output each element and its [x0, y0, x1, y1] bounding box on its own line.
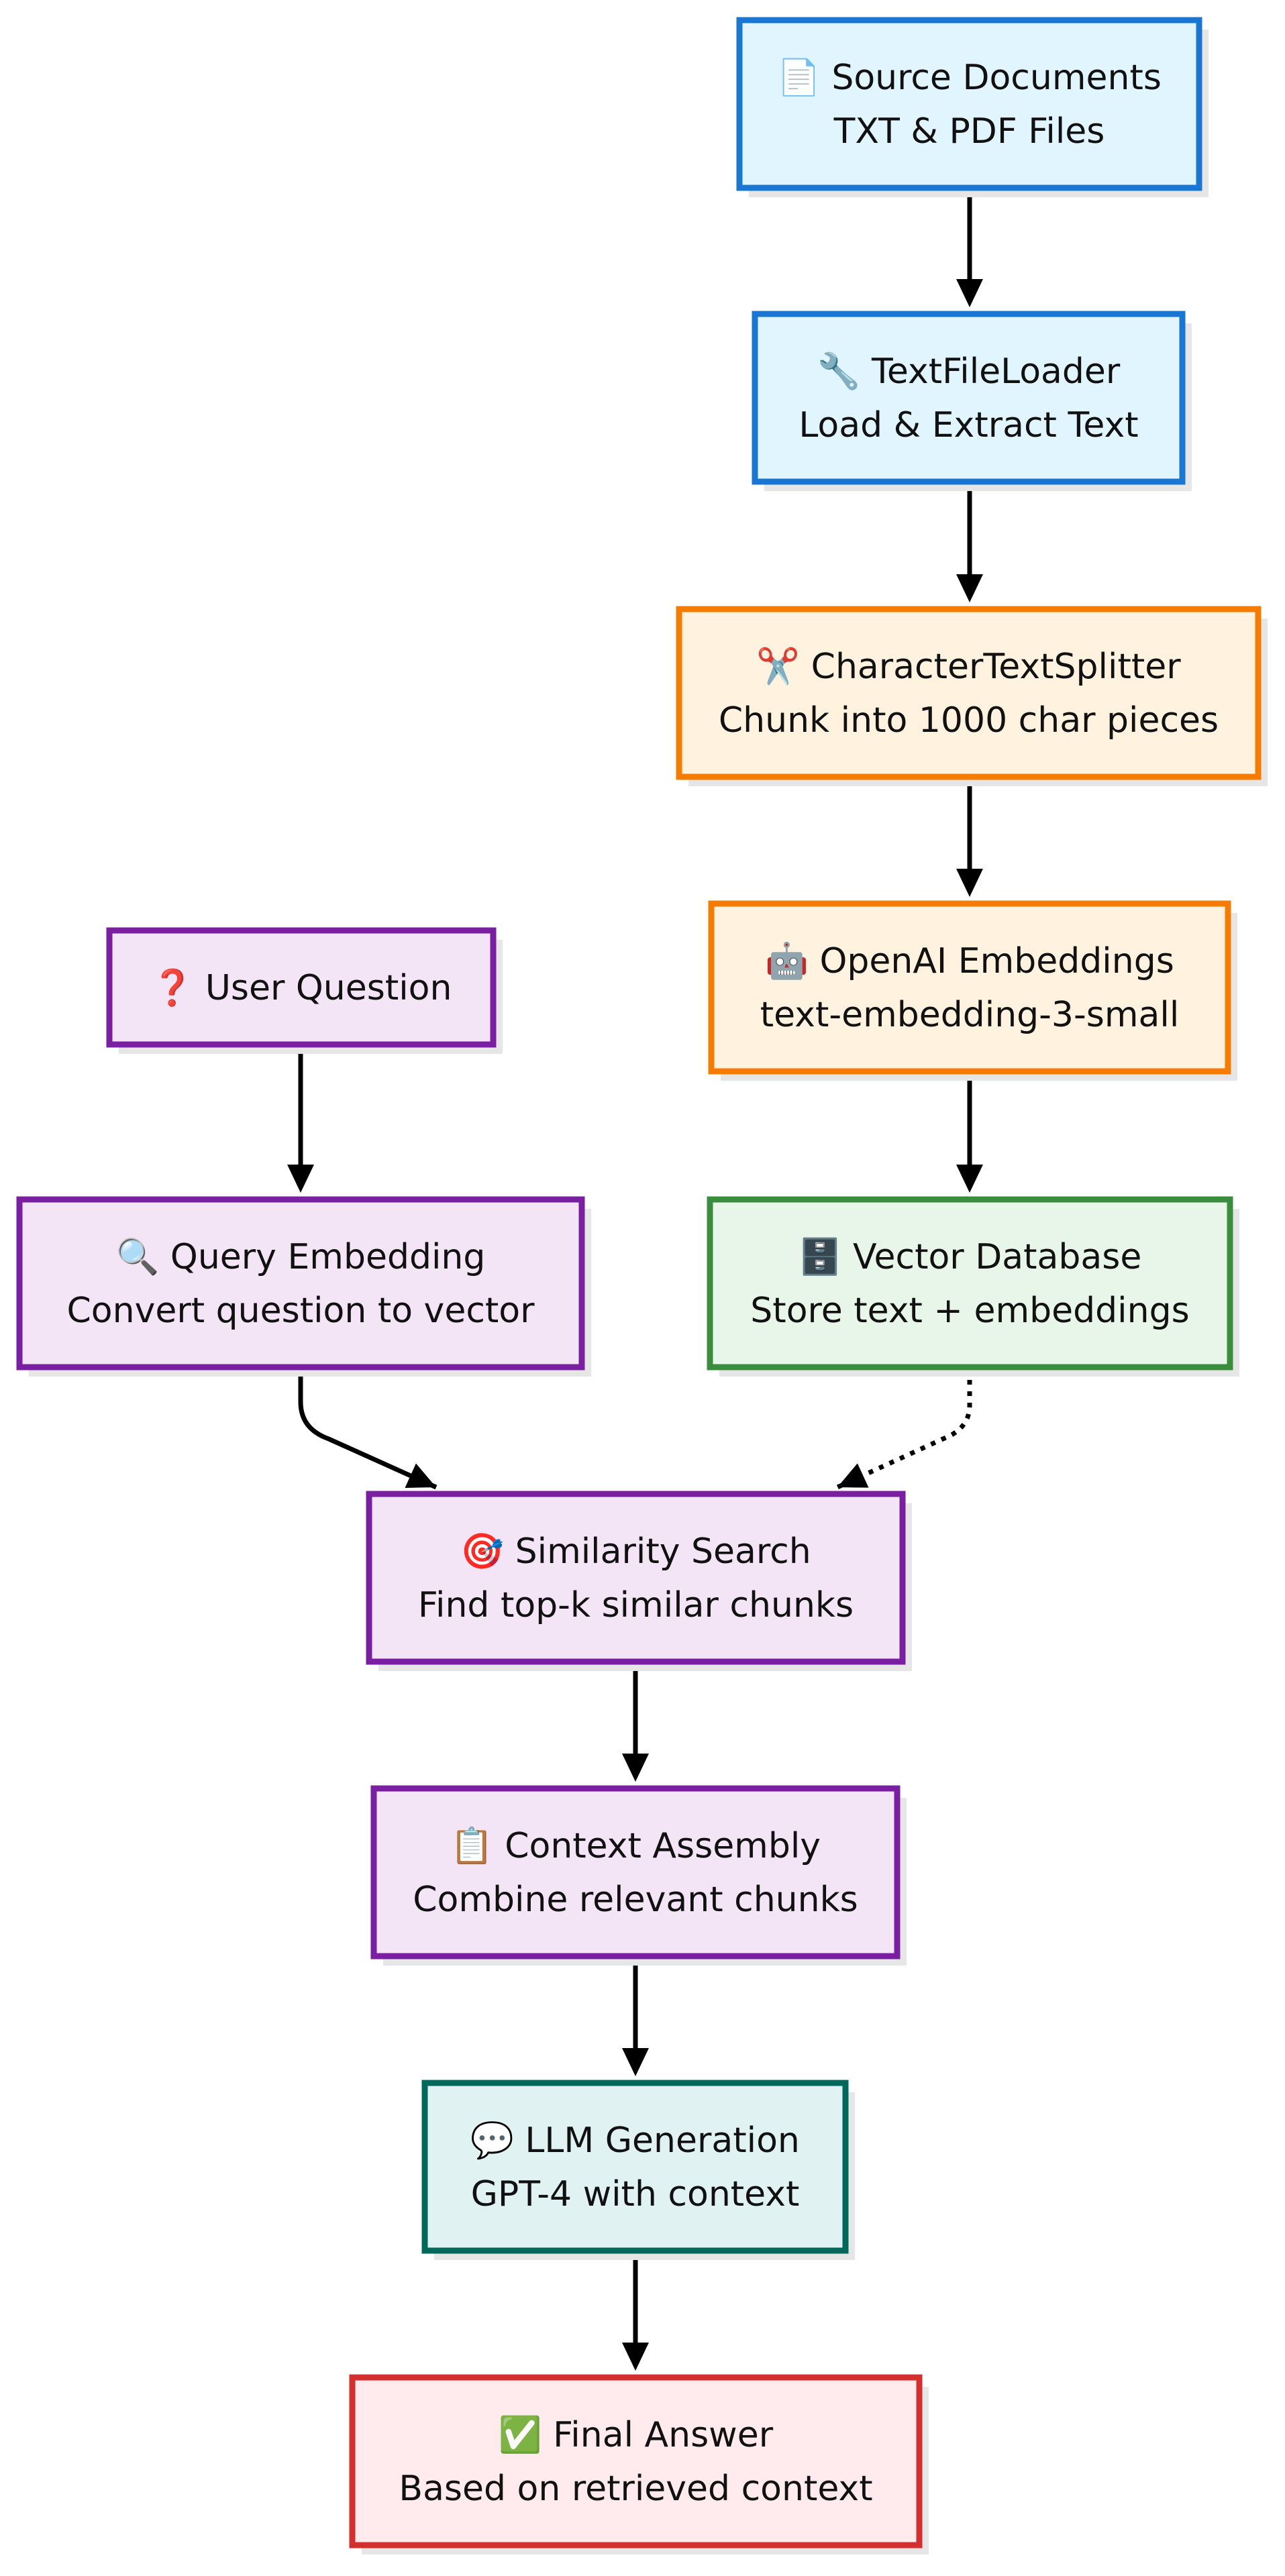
node-user-question: ❓ User Question: [106, 927, 503, 1054]
edge-llm-generation-to-final-answer: [622, 2252, 649, 2371]
node-subtitle: Chunk into 1000 char pieces: [719, 700, 1219, 741]
edge-openai-embeddings-to-vector-database: [956, 1073, 983, 1193]
node-subtitle: Based on retrieved context: [399, 2469, 872, 2509]
node-title: 🗄️ Vector Database: [799, 1236, 1142, 1277]
node-subtitle: TXT & PDF Files: [833, 111, 1105, 152]
arrowhead-icon: [956, 1165, 983, 1193]
node-title: 📄 Source Documents: [777, 57, 1162, 98]
arrowhead-icon: [405, 1463, 436, 1489]
node-title: 💬 LLM Generation: [470, 2120, 800, 2161]
node-box: [708, 900, 1231, 1075]
node-subtitle: Store text + embeddings: [750, 1291, 1189, 1331]
node-subtitle: Combine relevant chunks: [413, 1880, 858, 1920]
edge-query-embedding-to-similarity-search: [298, 1368, 438, 1490]
arrowhead-icon: [837, 1463, 869, 1488]
node-subtitle: Convert question to vector: [67, 1291, 535, 1331]
node-box: [421, 2080, 849, 2254]
node-subtitle: text-embedding-3-small: [760, 995, 1180, 1035]
node-subtitle: Load & Extract Text: [799, 405, 1138, 445]
node-box: [16, 1196, 585, 1371]
node-box: [736, 17, 1202, 191]
edge-context-assembly-to-llm-generation: [622, 1957, 649, 2076]
arrowhead-icon: [956, 279, 983, 307]
node-title: ✅ Final Answer: [499, 2414, 774, 2455]
edge-line: [298, 1368, 438, 1490]
node-box: [349, 2374, 923, 2548]
node-title: 🎯 Similarity Search: [460, 1532, 811, 1572]
edge-vector-database-to-similarity-search: [836, 1368, 972, 1490]
arrowhead-icon: [622, 2343, 649, 2371]
edge-line: [836, 1368, 972, 1490]
edge-user-question-to-query-embedding: [287, 1046, 314, 1193]
node-box: [707, 1196, 1233, 1371]
edge-similarity-search-to-context-assembly: [622, 1663, 649, 1782]
node-subtitle: Find top-k similar chunks: [418, 1585, 854, 1625]
node-subtitle: GPT-4 with context: [471, 2174, 800, 2214]
edge-text-file-loader-to-character-text-splitter: [956, 483, 983, 602]
arrowhead-icon: [622, 2048, 649, 2076]
arrowhead-icon: [287, 1165, 314, 1193]
node-title: ✂️ CharacterTextSplitter: [756, 645, 1181, 687]
node-box: [366, 1491, 906, 1665]
node-box: [752, 311, 1186, 485]
node-title: 🔍 Query Embedding: [116, 1234, 486, 1277]
edge-character-text-splitter-to-openai-embeddings: [956, 778, 983, 897]
arrowhead-icon: [956, 574, 983, 602]
node-title: 🔧 TextFileLoader: [817, 350, 1121, 392]
node-openai-embeddings: 🤖 OpenAI Embeddings text-embedding-3-smal…: [708, 900, 1237, 1081]
node-title: 📋 Context Assembly: [450, 1825, 821, 1866]
arrowhead-icon: [622, 1754, 649, 1782]
node-box: [106, 927, 497, 1048]
node-title: 🤖 OpenAI Embeddings: [765, 941, 1174, 981]
node-title: ❓ User Question: [151, 967, 452, 1008]
node-box: [676, 606, 1262, 780]
arrowhead-icon: [956, 869, 983, 897]
edge-source-documents-to-text-file-loader: [956, 189, 983, 307]
node-box: [370, 1785, 901, 1960]
edges-layer: [287, 189, 983, 2371]
